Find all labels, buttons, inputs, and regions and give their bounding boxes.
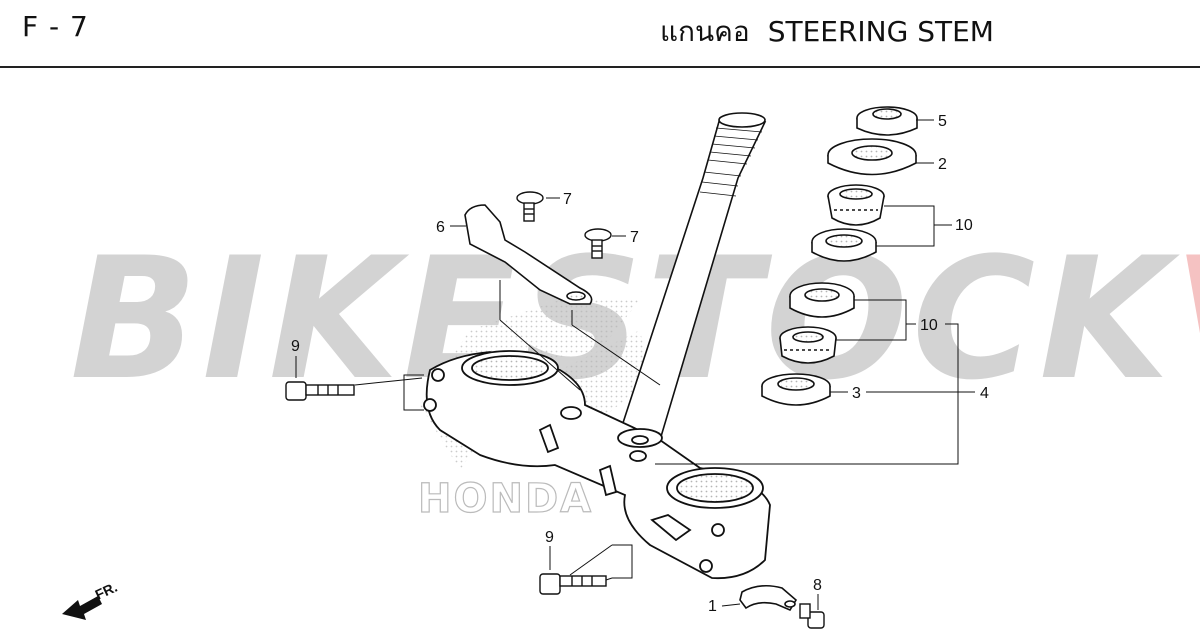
diagram-title: แกนคอ STEERING STEM bbox=[660, 10, 994, 54]
honda-wordmark: HONDA bbox=[418, 476, 593, 522]
callout-4: 4 bbox=[980, 385, 989, 402]
callout-7-lower: 7 bbox=[630, 229, 639, 246]
bolt-8 bbox=[799, 603, 825, 629]
lower-bearing bbox=[779, 282, 855, 364]
wire-guide-bracket bbox=[464, 204, 593, 305]
bolt-9-lower bbox=[539, 573, 607, 595]
callout-5: 5 bbox=[938, 113, 947, 130]
front-arrow-icon bbox=[62, 596, 102, 620]
callout-6: 6 bbox=[436, 219, 445, 236]
bolt-9-upper bbox=[285, 381, 355, 401]
title-english: STEERING STEM bbox=[767, 15, 994, 48]
diagram-header: F - 7 แกนคอ STEERING STEM bbox=[0, 0, 1200, 68]
lower-triple-clamp bbox=[423, 350, 771, 580]
callout-9-lower: 9 bbox=[545, 529, 554, 546]
callout-numbers: 5 2 10 10 3 4 6 7 7 9 9 1 8 bbox=[291, 113, 989, 615]
dust-seal bbox=[827, 138, 917, 176]
callout-3: 3 bbox=[852, 385, 861, 402]
stem-nut bbox=[856, 106, 918, 136]
callout-7-upper: 7 bbox=[563, 191, 572, 208]
wire-clamp bbox=[739, 584, 798, 612]
callout-1: 1 bbox=[708, 598, 717, 615]
screw-7-lower bbox=[584, 228, 612, 259]
callout-10-lower: 10 bbox=[920, 317, 938, 334]
section-code: F - 7 bbox=[22, 10, 89, 43]
title-thai: แกนคอ bbox=[660, 15, 750, 48]
callout-leaders bbox=[295, 119, 975, 610]
callout-10-upper: 10 bbox=[955, 217, 973, 234]
callout-9-upper: 9 bbox=[291, 338, 300, 355]
watermark-accent: VN bbox=[1173, 221, 1200, 417]
front-label: FR. bbox=[93, 579, 120, 603]
screw-7-upper bbox=[516, 191, 544, 222]
callout-8: 8 bbox=[813, 577, 822, 594]
upper-bearing bbox=[811, 184, 885, 262]
lower-dust-seal bbox=[761, 373, 831, 406]
callout-2: 2 bbox=[938, 156, 947, 173]
front-direction-indicator: FR. bbox=[62, 579, 120, 620]
guide-lines bbox=[354, 280, 959, 581]
stem-shaft bbox=[618, 112, 767, 441]
